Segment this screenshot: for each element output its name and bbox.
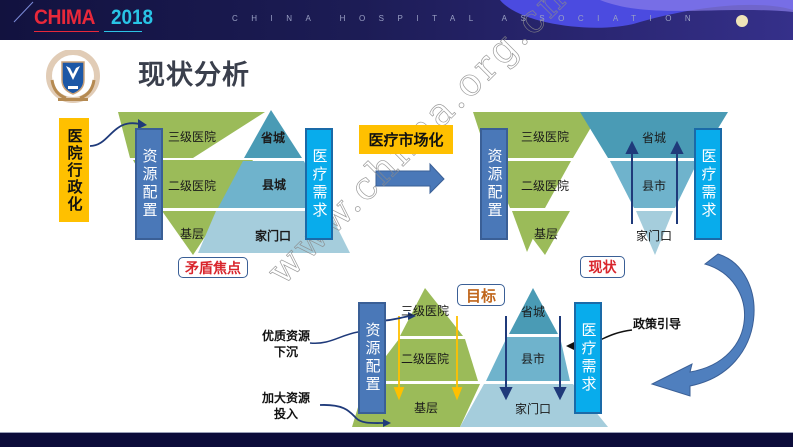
bottom-gold-down-arrows: [393, 316, 463, 401]
left-level-tertiary: 三级医院: [168, 130, 217, 144]
right-demand-province: 省城: [642, 131, 667, 145]
connector-arrow-investment: [319, 404, 386, 424]
bottom-level-secondary: 二级医院: [401, 352, 450, 366]
contradiction-focus-tag: 矛盾焦点: [178, 257, 248, 278]
market-transition-label: 医疗市场化: [359, 125, 453, 154]
left-level-secondary: 二级医院: [168, 179, 217, 193]
bottom-navy-down-arrows: [499, 316, 567, 401]
top-banner: CHIMA 2018 CHINA HOSPITAL ASSOCIATION: [0, 0, 793, 40]
curved-arrow-icon: [89, 122, 141, 147]
banner-wave-decoration: [13, 0, 793, 28]
chima-year: 2018: [111, 6, 154, 29]
annotation-policy-guidance: 政策引导: [633, 317, 682, 331]
right-demand-county: 县市: [642, 179, 667, 193]
bottom-bar: [0, 432, 793, 447]
connector-line-policy: [599, 329, 633, 341]
moon-icon: [736, 15, 748, 27]
right-medical-demand-box: 医疗需求: [694, 128, 722, 240]
bottom-demand-doorstep: 家门口: [515, 402, 552, 416]
annotation-increase-investment: 加大资源 投入: [261, 391, 310, 421]
right-upward-arrows: [625, 140, 684, 224]
left-demand-doorstep: 家门口: [255, 229, 292, 243]
left-medical-demand-box: 医疗需求: [305, 128, 333, 240]
bottom-demand-province: 省城: [521, 305, 546, 319]
bottom-level-tertiary: 三级医院: [401, 304, 450, 318]
hospital-administration-label: 医院行政化: [59, 118, 89, 222]
logo-underline: [104, 31, 142, 32]
right-demand-doorstep: 家门口: [636, 229, 673, 243]
hospital-seal-logo: [46, 50, 100, 103]
association-name: CHINA HOSPITAL ASSOCIATION: [232, 14, 705, 23]
target-tag: 目标: [457, 284, 505, 306]
block-arrow-right-icon: [375, 162, 445, 195]
logo-underline: [34, 31, 99, 32]
bottom-resource-allocation-box: 资源配置: [358, 302, 386, 414]
page-title: 现状分析: [138, 60, 250, 91]
right-resource-allocation-box: 资源配置: [480, 128, 508, 240]
left-resource-allocation-box: 资源配置: [135, 128, 163, 240]
left-demand-county: 县城: [262, 178, 287, 192]
curved-loop-arrow-icon: [650, 253, 755, 397]
annotation-quality-resources: 优质资源 下沉: [261, 329, 310, 359]
bottom-resource-pyramid: [352, 288, 480, 427]
bottom-medical-demand-box: 医疗需求: [574, 302, 602, 414]
right-level-primary: 基层: [534, 227, 559, 241]
bottom-level-primary: 基层: [414, 401, 439, 415]
status-quo-tag: 现状: [580, 256, 625, 278]
right-level-secondary: 二级医院: [521, 179, 570, 193]
left-level-primary: 基层: [180, 227, 205, 241]
left-demand-province: 省城: [261, 131, 286, 145]
right-level-tertiary: 三级医院: [521, 130, 570, 144]
bottom-demand-county: 县市: [521, 352, 546, 366]
chima-logo: CHIMA: [34, 6, 96, 29]
